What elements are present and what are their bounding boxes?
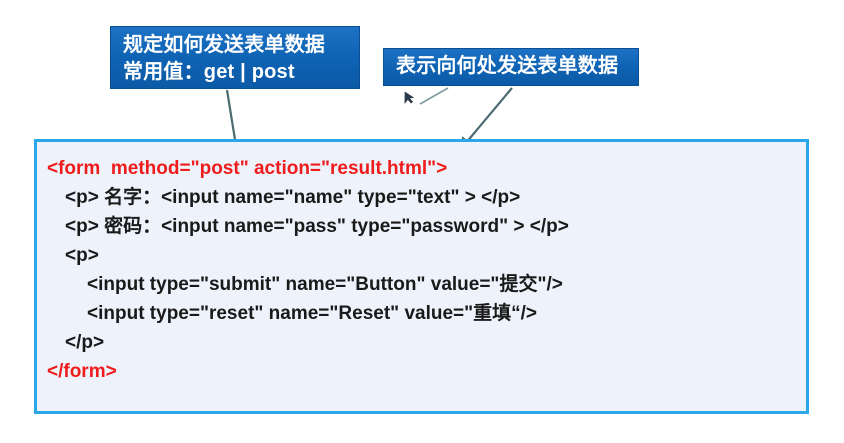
callout-action: 表示向何处发送表单数据: [383, 48, 639, 86]
callout-method-line-1: 规定如何发送表单数据: [123, 34, 325, 56]
code-line-name-field: <p> 名字：<input name="name" type="text" > …: [65, 187, 521, 208]
code-line-p-close: </p>: [65, 332, 105, 353]
callout-method: 规定如何发送表单数据 常用值：get | post: [110, 26, 360, 89]
code-line-form-open: <form method="post" action="result.html"…: [47, 158, 448, 179]
code-line-reset-input: <input type="reset" name="Reset" value="…: [87, 303, 538, 324]
code-line-password-field: <p> 密码：<input name="pass" type="password…: [65, 216, 569, 237]
code-line-p-open: <p>: [65, 245, 99, 266]
callout-method-line-2: 常用值：get | post: [123, 61, 295, 83]
callout-action-line-1: 表示向何处发送表单数据: [396, 55, 619, 77]
arrow-action-to-code: [419, 87, 449, 105]
code-block-panel: <form method="post" action="result.html"…: [34, 139, 809, 414]
code-line-submit-input: <input type="submit" name="Button" value…: [87, 274, 563, 295]
mouse-cursor-icon: [404, 91, 415, 104]
code-line-form-close: </form>: [47, 361, 117, 382]
